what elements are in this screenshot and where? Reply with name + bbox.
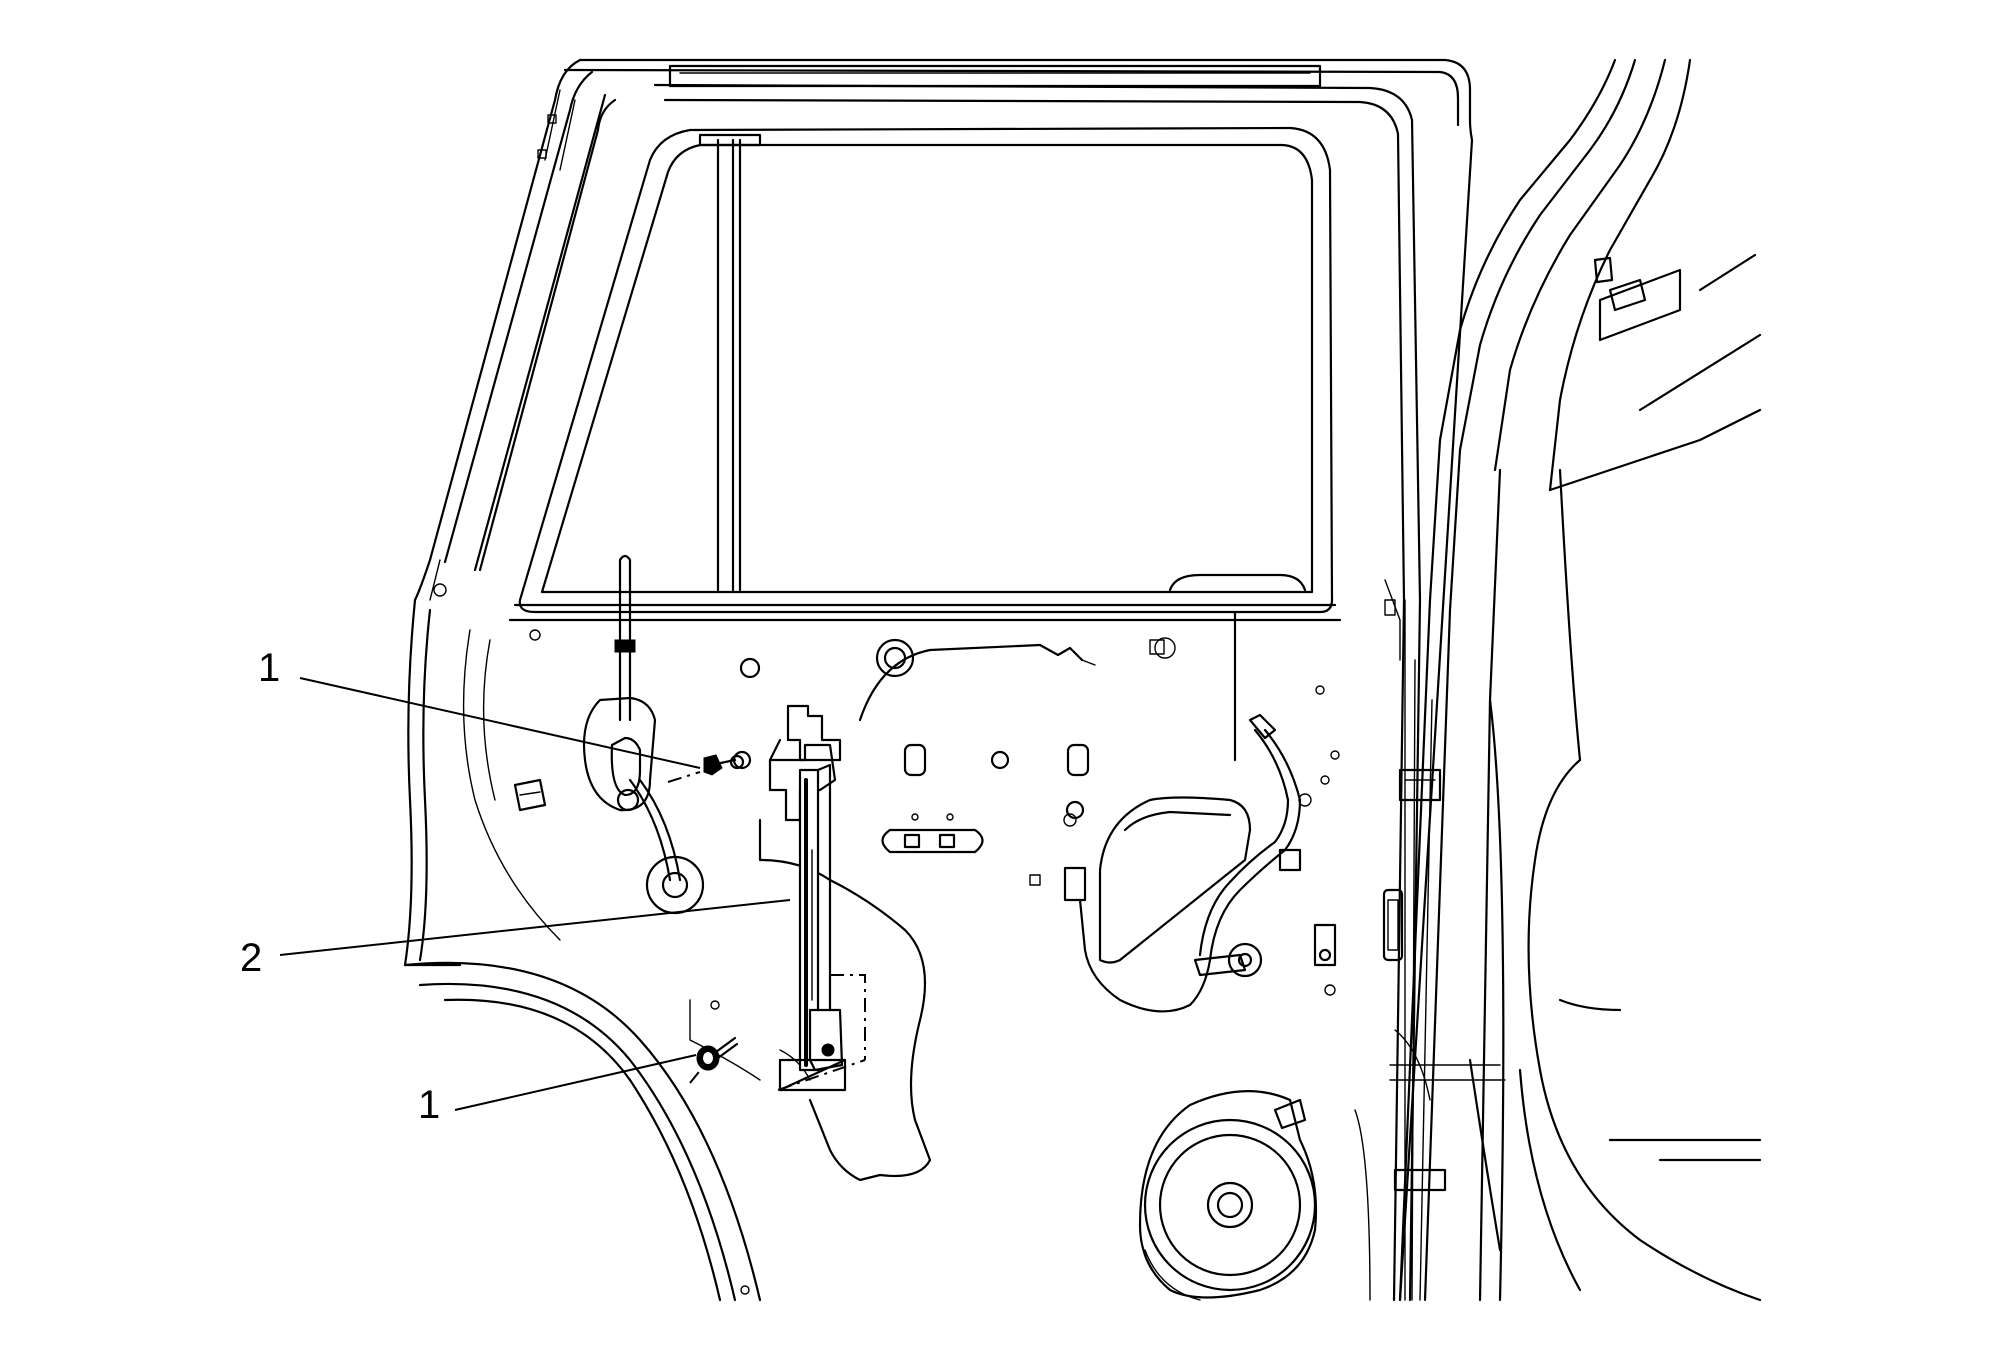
door-inner-panel: [403, 554, 1340, 1302]
leader-1-upper: [299, 677, 701, 769]
door-window-frame: [413, 58, 1474, 1302]
door-module: [1063, 713, 1337, 1013]
callout-1-lower: 1: [418, 1083, 440, 1127]
bolt-icon-upper: [667, 754, 745, 783]
speaker-icon: [1138, 1090, 1318, 1301]
callout-2: 2: [240, 936, 262, 980]
body-pillar: [1354, 58, 1762, 1302]
leader-2: [279, 899, 791, 956]
window-regulator-icon: [768, 704, 866, 1092]
bolt-icon-lower: [689, 1036, 739, 1084]
callout-1-upper: 1: [258, 646, 280, 690]
leader-1-lower: [454, 1054, 697, 1111]
